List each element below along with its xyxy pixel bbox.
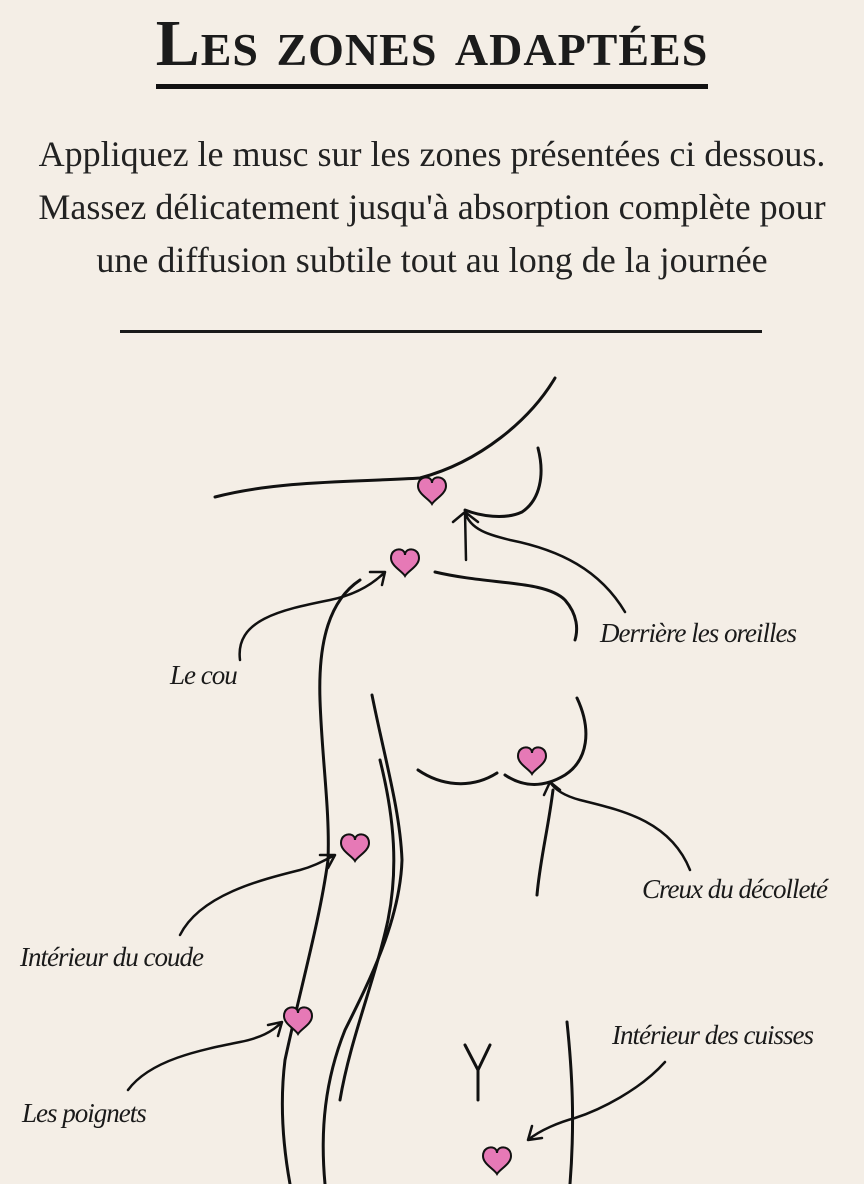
heart-neck xyxy=(390,548,420,577)
arrow-behind-ears xyxy=(451,510,627,614)
chin-line xyxy=(463,446,543,518)
intro-line-2: Massez délicatement jusqu'à absorption c… xyxy=(38,187,826,227)
intro-line-1: Appliquez le musc sur les zones présenté… xyxy=(38,134,826,174)
label-thighs: Intérieur des cuisses xyxy=(612,1020,814,1050)
page-title: Les zones adaptées xyxy=(0,6,864,89)
heart-wrists xyxy=(283,1006,313,1035)
arrow-elbow xyxy=(178,853,337,937)
under-breast-line xyxy=(416,768,499,786)
heart-thighs xyxy=(482,1146,512,1175)
shoulder-line xyxy=(433,570,579,642)
breast-line xyxy=(503,696,588,786)
arrow-wrists xyxy=(126,1020,284,1092)
divider xyxy=(120,330,762,333)
heart-elbow xyxy=(340,833,370,862)
arm-inner-line-2 xyxy=(338,758,396,1102)
label-behind-ears: Derrière les oreilles xyxy=(600,618,797,648)
arrow-neck xyxy=(238,570,387,662)
hip-line xyxy=(565,1020,575,1184)
back-line xyxy=(280,578,362,1184)
arm-inner-line xyxy=(321,693,404,1184)
heart-cleavage xyxy=(517,746,547,775)
torso-side-line xyxy=(535,788,555,897)
label-cleavage: Creux du décolleté xyxy=(642,874,828,904)
page-title-text: Les zones adaptées xyxy=(155,6,709,89)
intro-line-3: une diffusion subtile tout au long de la… xyxy=(96,240,768,280)
label-neck: Le cou xyxy=(170,660,238,690)
heart-behind-ears xyxy=(417,476,447,505)
label-elbow: Intérieur du coude xyxy=(20,942,204,972)
arrow-thighs xyxy=(526,1060,667,1142)
navel xyxy=(463,1043,492,1102)
label-wrists: Les poignets xyxy=(22,1098,147,1128)
intro-text: Appliquez le musc sur les zones présenté… xyxy=(20,128,844,287)
jaw-line xyxy=(213,376,557,499)
arrow-cleavage xyxy=(542,780,692,872)
